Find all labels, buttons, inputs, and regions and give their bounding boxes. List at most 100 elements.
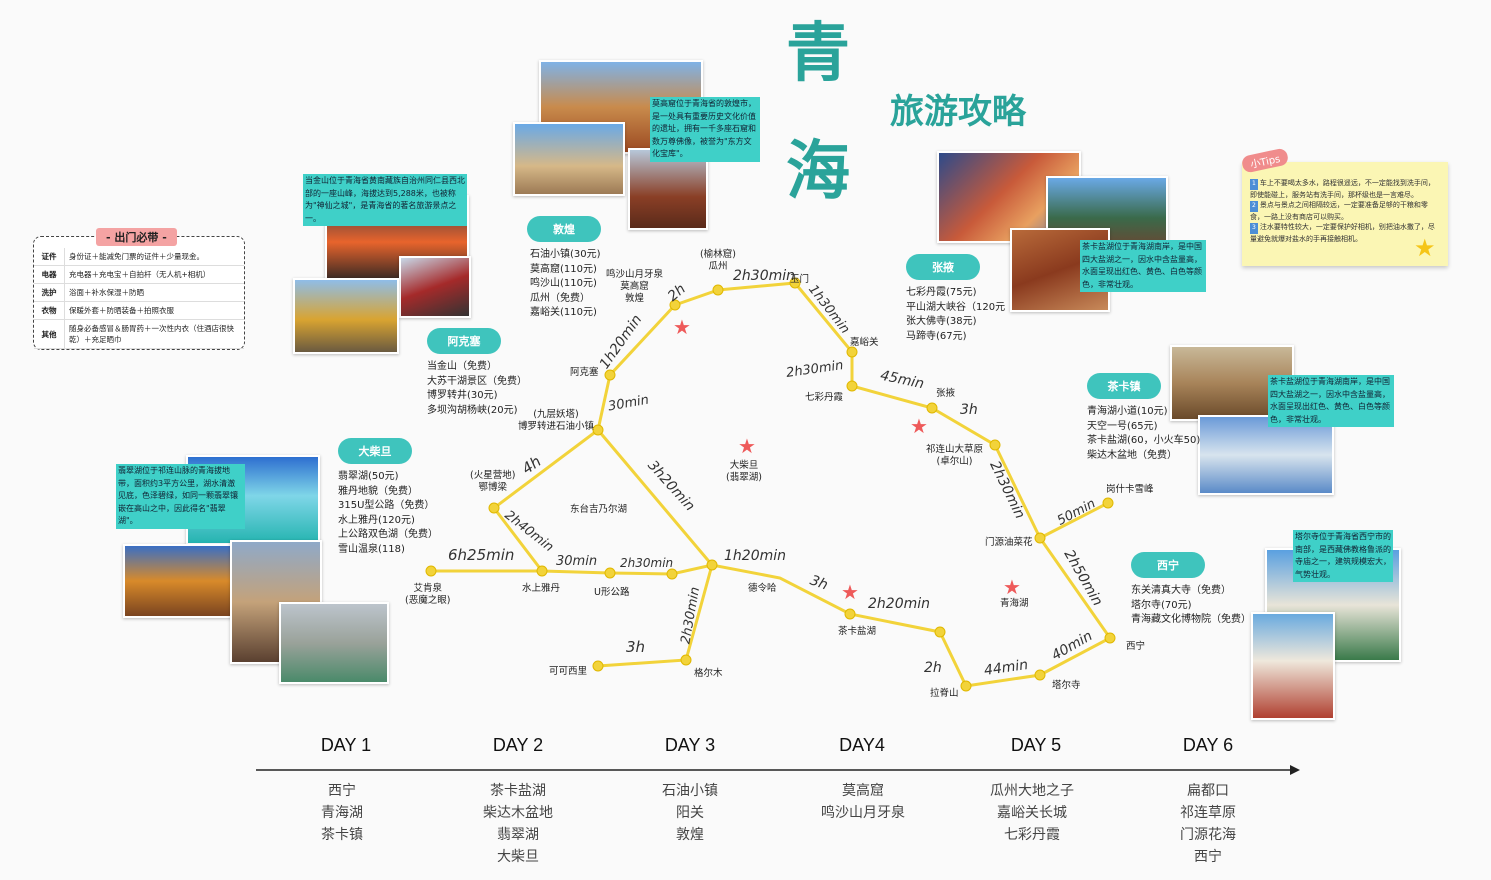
star-icon: ★: [910, 414, 928, 438]
stop-marker: [536, 565, 548, 577]
duration-label: 30min: [556, 554, 598, 569]
duration-label: 2h20min: [868, 596, 930, 612]
row-key: 证件: [34, 248, 65, 266]
stop-marker: [1034, 669, 1046, 681]
list-item: 西宁: [328, 783, 356, 799]
day-heading: DAY 2: [492, 735, 544, 755]
table-row: 电器充电器＋充电宝＋自拍杆（无人机+相机）: [34, 265, 244, 284]
photo-salt-lake: [1198, 415, 1334, 495]
stop-marker: [1104, 632, 1116, 644]
tag-dachaidan: 大柴旦: [338, 438, 412, 464]
list-item: 莫高窟(110元): [530, 263, 597, 275]
day-heading: DAY 3: [664, 735, 716, 755]
list-item: 扁都口: [1187, 783, 1229, 799]
day-stops: 莫高窟 鸣沙山月牙泉: [793, 780, 933, 824]
tip-text: 景点与景点之间相隔较远，一定要准备足够的干粮和零食，一路上没有商店可以购买。: [1250, 201, 1428, 221]
duration-label: 50min: [1054, 496, 1099, 529]
note-chaka: 茶卡盐湖位于青海湖南岸，是中国四大盐湖之一，因水中含盐量高，水面呈现出红色、黄色…: [1268, 375, 1394, 427]
duration-label: 3h: [960, 402, 978, 418]
list-item: 博罗转井(30元): [427, 390, 498, 401]
list-item: 塔尔寺(70元): [1131, 599, 1192, 611]
stop-marker: [604, 567, 616, 579]
duration-label: 40min: [1048, 628, 1096, 664]
table-row: 其他随身必备感冒＆肠胃药＋一次性内衣（住酒店很快乾）＋充足晒巾: [34, 319, 244, 349]
star-icon: ★: [673, 315, 691, 339]
city-delingha: 德令哈: [748, 583, 777, 594]
list-item: 张大佛寺(38元): [906, 316, 977, 327]
poi-list-chaka: 青海湖小道(10元) 天空一号(65元) 茶卡盐湖(60，小火车50) 柴达木盆…: [1087, 405, 1200, 463]
city-line: 艾肯泉: [413, 583, 442, 594]
duration-label: 45min: [878, 367, 926, 393]
timeline-arrowhead: [1290, 765, 1300, 775]
list-item: 大苏干湖景区（免费）: [427, 375, 527, 387]
city-line: 莫高窟: [620, 281, 649, 292]
list-item: 祁连草原: [1180, 805, 1236, 821]
list-item: 雅丹地貌（免费）: [338, 485, 418, 497]
city-line: (卓尔山): [936, 456, 973, 467]
list-item: 门源花海: [1180, 827, 1236, 843]
duration-label: 1h20min: [596, 312, 646, 372]
city-line: 鄂博梁: [478, 482, 507, 493]
list-item: 茶卡盐湖(60，小火车50): [1087, 435, 1201, 446]
list-item: 青海藏文化博物院（免费）: [1131, 614, 1251, 625]
city-qicaidanxia: 七彩丹霞: [805, 392, 844, 403]
list-item: 多坝沟胡杨峡(20元): [427, 404, 518, 416]
list-item: 柴达木盆地: [483, 805, 553, 821]
note-taer: 塔尔寺位于青海省西宁市的南部，是西藏佛教格鲁派的寺庙之一，建筑规模宏大，气势壮观…: [1293, 530, 1393, 582]
city-aiken: 艾肯泉(恶魔之眼): [405, 583, 450, 607]
day-heading: DAY 6: [1182, 735, 1234, 755]
list-item: 七彩丹霞(75元): [906, 287, 977, 298]
row-value: 保暖外套＋防晒装备＋拍照衣服: [64, 301, 244, 320]
city-line: (九层妖塔): [533, 409, 579, 420]
city-qilian: 祁连山大草原(卓尔山): [926, 444, 983, 468]
photo-train: [399, 256, 471, 318]
city-line: 鸣沙山月牙泉: [606, 269, 664, 280]
list-item: 青海湖小道(10元): [1087, 406, 1168, 417]
poi-list-dunhuang: 石油小镇(30元) 莫高窟(110元) 鸣沙山(110元) 瓜州（免费） 嘉峪关…: [530, 248, 601, 321]
note-feicui: 翡翠湖位于祁连山脉的青海拔地带，面积约3平方公里，湖水清澈见底，色泽碧绿，如同一…: [116, 464, 245, 529]
city-dachaidan: 大柴旦(翡翠湖): [726, 460, 762, 484]
city-jiayuguan: 嘉峪关: [850, 337, 879, 348]
title-char-qing: 青: [786, 16, 852, 91]
day-stops: 西宁 青海湖 茶卡镇: [272, 780, 412, 846]
list-item: 阳关: [676, 805, 704, 821]
tag-zhangye: 张掖: [906, 254, 980, 280]
city-line: 祁连山大草原: [926, 444, 984, 455]
photo-stupa: [1251, 612, 1335, 720]
list-item: 茶卡镇: [321, 827, 363, 843]
list-item: 敦煌: [676, 827, 704, 843]
note-zhangye: 茶卡盐湖位于青海湖南岸，是中国四大盐湖之一，因水中含盐量高，水面呈现出红色、黄色…: [1080, 240, 1206, 292]
duration-label: 1h30min: [805, 282, 853, 337]
row-value: 充电器＋充电宝＋自拍杆（无人机+相机）: [64, 265, 244, 284]
poi-list-dachaidan: 翡翠湖(50元) 雅丹地貌（免费） 315U型公路（免费） 水上雅丹(120元)…: [338, 470, 438, 557]
tip-number: 2: [1250, 201, 1258, 212]
stop-marker: [960, 680, 972, 692]
city-taersi: 塔尔寺: [1052, 680, 1081, 691]
row-key: 其他: [34, 319, 65, 349]
city-line: (恶魔之眼): [405, 595, 451, 606]
day-heading: DAY 1: [320, 735, 372, 755]
duration-label: 44min: [983, 657, 1030, 679]
table-row: 洗护浴面＋补水保湿＋防晒: [34, 283, 244, 302]
tip-text: 车上不要喝太多水，路程很遥远，不一定能找到洗手间，即使能碰上，服务站有洗手间，那…: [1250, 179, 1435, 199]
tip-number: 1: [1250, 179, 1258, 190]
stop-marker: [680, 654, 692, 666]
packing-list: - 出门必带 - 证件身份证＋能减免门票的证件＋少量现金。 电器充电器＋充电宝＋…: [33, 228, 245, 350]
table-row: 证件身份证＋能减免门票的证件＋少量现金。: [34, 248, 244, 266]
poi-list-xining: 东关清真大寺（免费） 塔尔寺(70元) 青海藏文化博物院（免费）: [1131, 584, 1251, 628]
day-stops: 瓜州大地之子 嘉峪关长城 七彩丹霞: [962, 780, 1102, 846]
duration-label: 2h30min: [620, 556, 674, 570]
row-value: 浴面＋补水保湿＋防晒: [64, 283, 244, 302]
poi-list-akesai: 当金山（免费） 大苏干湖景区（免费） 博罗转井(30元) 多坝沟胡杨峡(20元): [427, 360, 527, 418]
packing-list-title: - 出门必带 -: [96, 228, 177, 246]
tip-text: 注水要特性较大，一定要保护好相机，别把油水撒了，尽量避免就爆对盐水的手再接触相机…: [1250, 223, 1435, 243]
stop-marker: [592, 660, 604, 672]
list-item: 平山湖大峡谷（120元: [906, 301, 1006, 313]
list-item: 大柴旦: [497, 849, 539, 865]
city-line: 敦煌: [625, 293, 645, 304]
stop-marker: [666, 568, 678, 580]
row-value: 随身必备感冒＆肠胃药＋一次性内衣（住酒店很快乾）＋充足晒巾: [64, 319, 244, 349]
